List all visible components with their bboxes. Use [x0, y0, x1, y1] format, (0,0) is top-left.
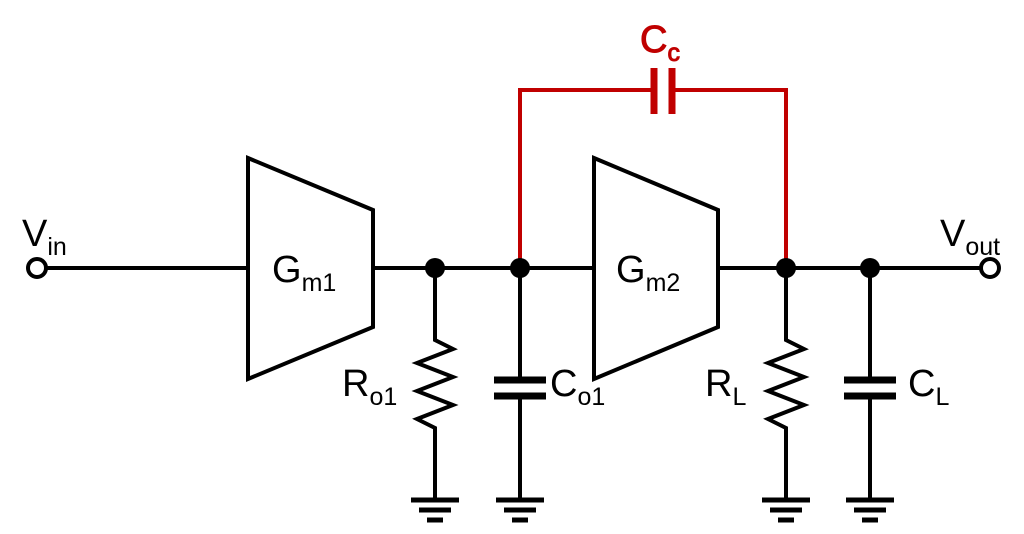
cl-capacitor — [844, 268, 896, 500]
cc-compensation-capacitor — [518, 68, 788, 268]
rl-label: RL — [705, 363, 746, 411]
gm2-block — [592, 154, 720, 383]
ground-icon — [411, 497, 459, 523]
ground-icon — [496, 497, 544, 523]
ground-icon — [846, 497, 894, 523]
cc-label: Cc — [640, 19, 680, 67]
vin-terminal — [26, 257, 48, 279]
gm1-label: Gm1 — [272, 249, 336, 297]
ground-icon — [762, 497, 810, 523]
gm2-label: Gm2 — [616, 249, 680, 297]
ro1-label: Ro1 — [342, 363, 397, 411]
junction-dot — [776, 258, 796, 278]
vin-label: Vin — [22, 213, 67, 261]
rl-resistor — [762, 268, 810, 500]
cl-label: CL — [908, 363, 949, 411]
junction-dot — [425, 258, 445, 278]
junction-dot — [510, 258, 530, 278]
vout-terminal — [979, 257, 1001, 279]
co1-label: Co1 — [550, 363, 605, 411]
gm1-block — [246, 155, 375, 382]
junction-dot — [860, 258, 880, 278]
ro1-resistor — [411, 268, 459, 500]
co1-capacitor — [494, 268, 546, 500]
vout-label: Vout — [940, 213, 1000, 261]
